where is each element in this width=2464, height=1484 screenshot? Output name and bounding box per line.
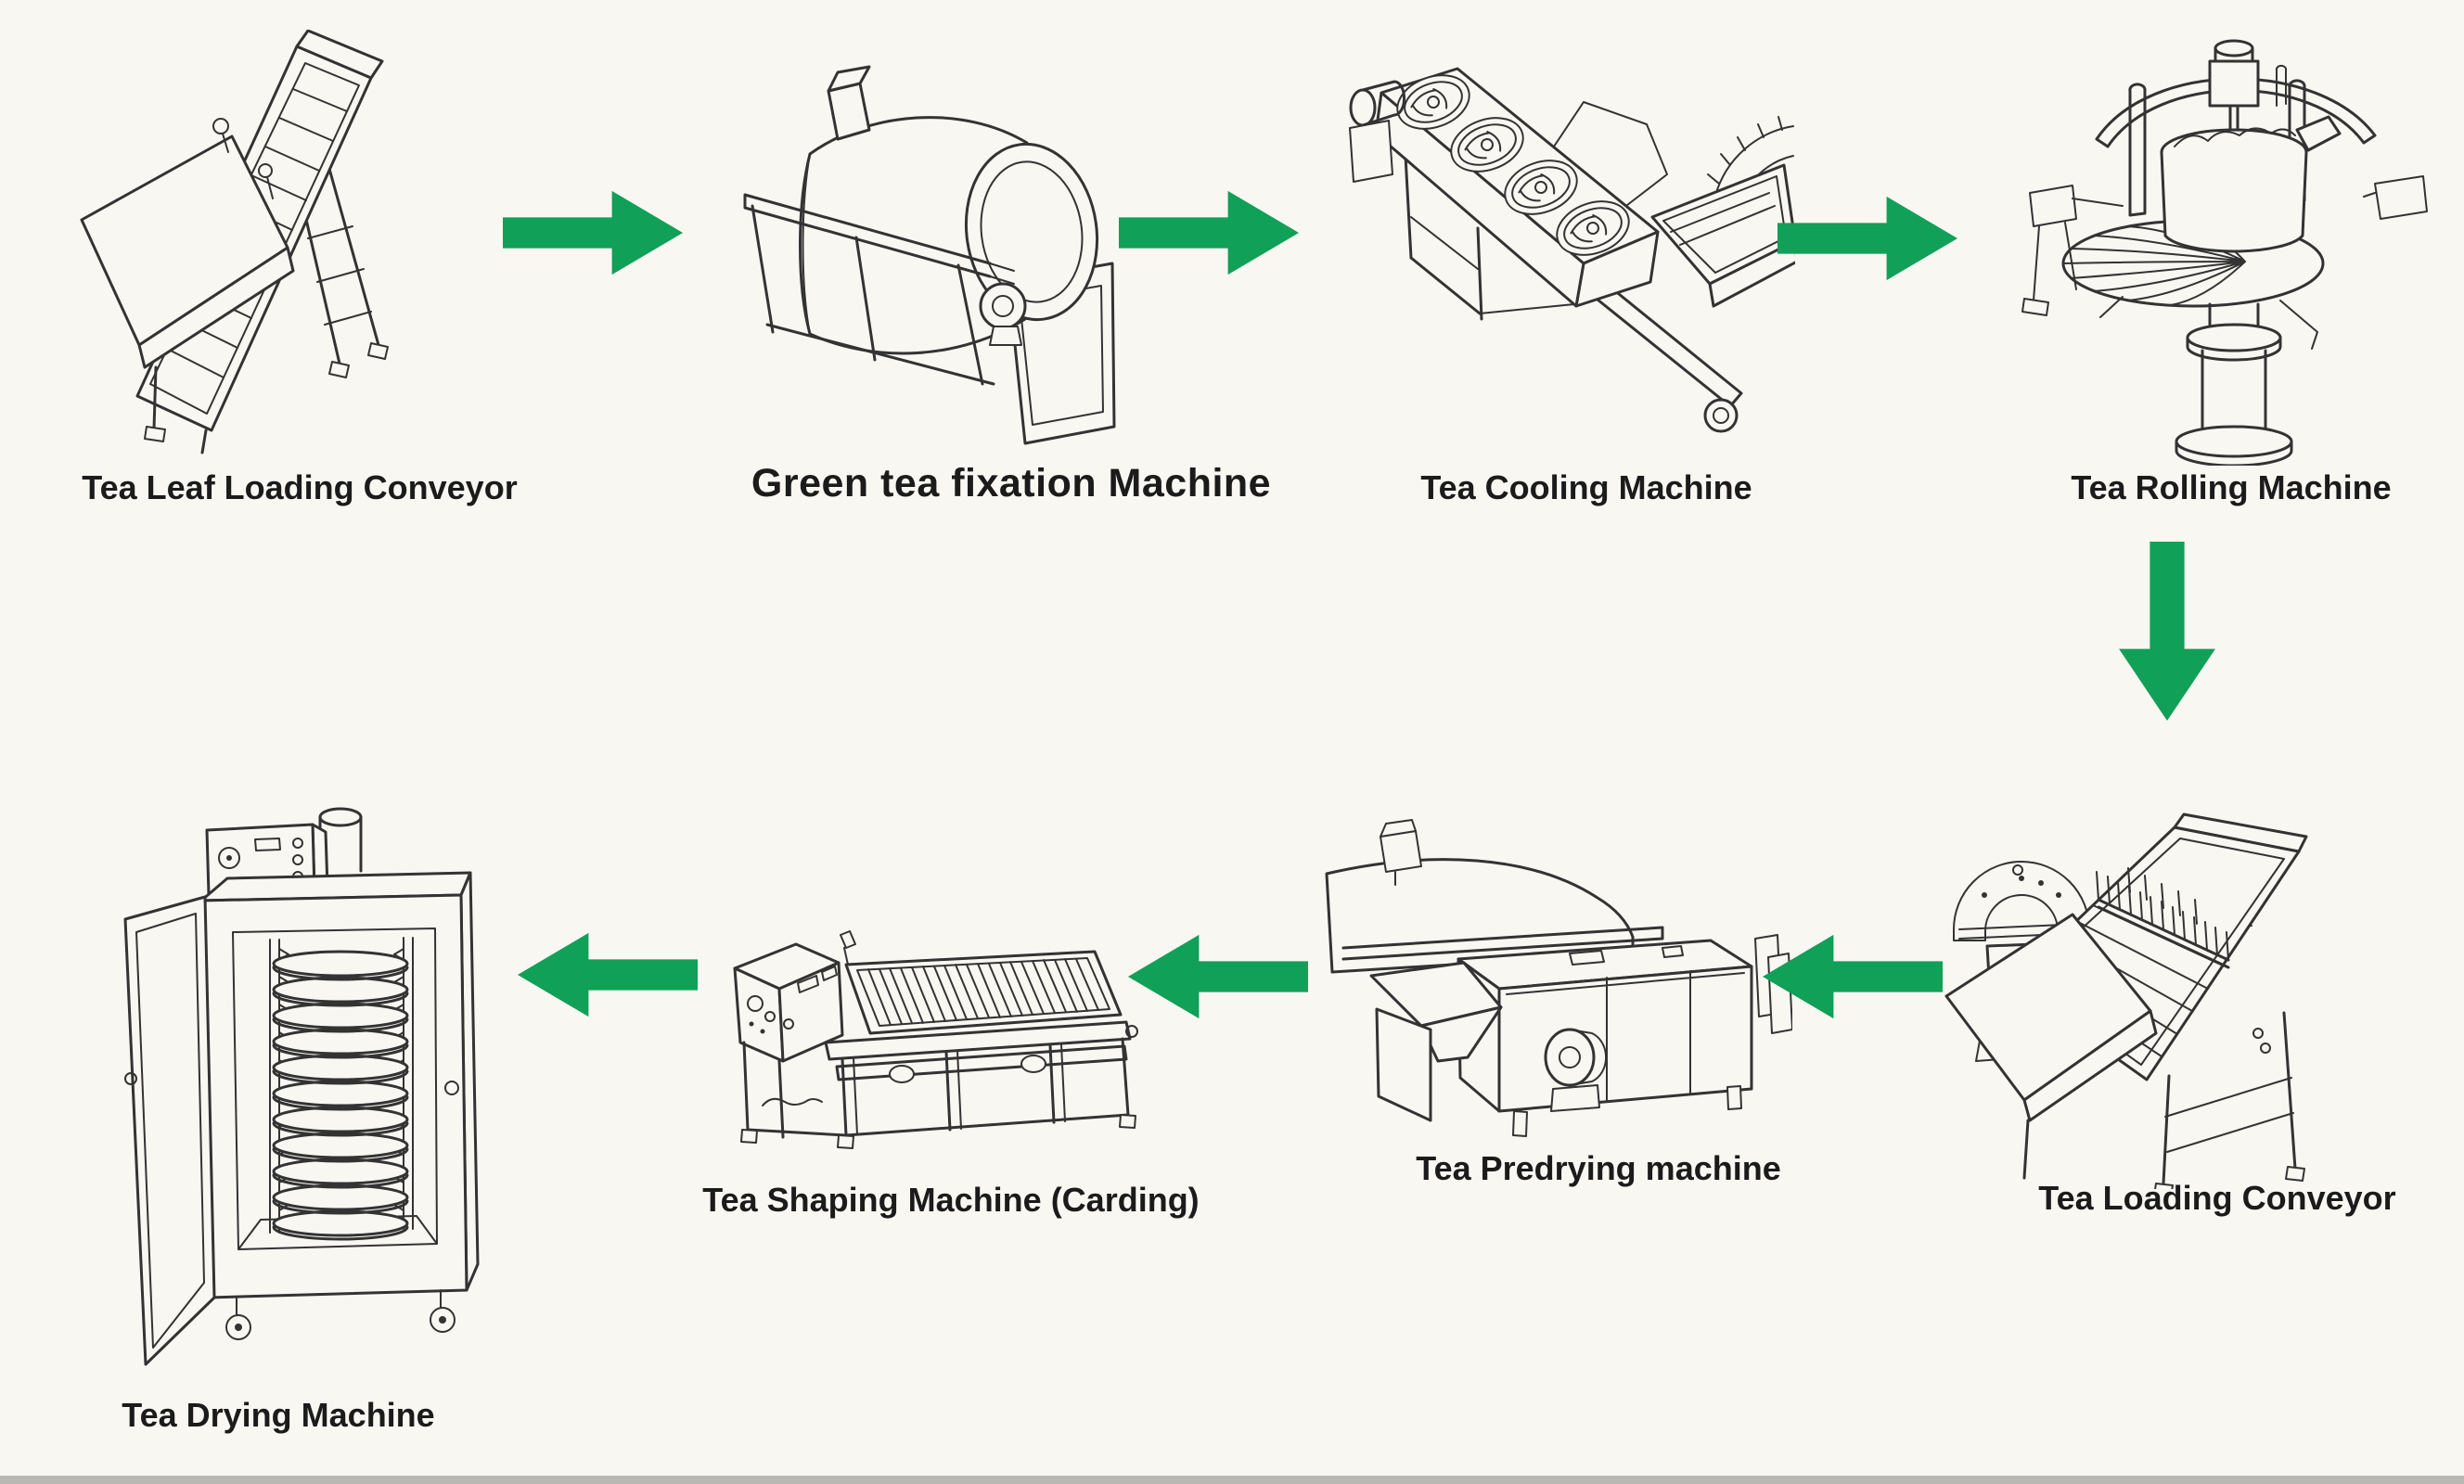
stage-label-tea-leaf-loading-conveyor: Tea Leaf Loading Conveyor xyxy=(82,468,518,506)
tea-drying-machine-illustration xyxy=(97,782,496,1366)
flow-arrow-left-2 xyxy=(1126,931,1308,1022)
tea-cooling-machine-illustration xyxy=(1341,35,1795,453)
stage-label-tea-rolling-machine: Tea Rolling Machine xyxy=(2071,468,2392,506)
flow-arrow-right-1 xyxy=(503,187,685,278)
stage-label-tea-loading-conveyor: Tea Loading Conveyor xyxy=(2038,1179,2396,1217)
stage-label-tea-cooling-machine: Tea Cooling Machine xyxy=(1420,468,1752,506)
stage-label-green-tea-fixation-machine: Green tea fixation Machine xyxy=(751,461,1272,505)
tea-predrying-machine-illustration xyxy=(1291,818,1792,1180)
stage-label-tea-shaping-machine-carding: Tea Shaping Machine (Carding) xyxy=(702,1181,1200,1219)
tea-shaping-machine-illustration xyxy=(707,911,1152,1166)
tea-leaf-loading-conveyor-illustration xyxy=(65,30,455,456)
flow-arrow-left-3 xyxy=(516,929,698,1020)
stage-label-tea-predrying-machine: Tea Predrying machine xyxy=(1416,1149,1781,1187)
tea-loading-conveyor-illustration xyxy=(1931,790,2460,1189)
stage-label-tea-drying-machine: Tea Drying Machine xyxy=(122,1396,435,1434)
tea-rolling-machine-illustration xyxy=(2011,20,2462,466)
flow-arrow-right-2 xyxy=(1119,187,1301,278)
green-tea-fixation-machine-illustration xyxy=(719,58,1118,447)
flow-arrow-right-3 xyxy=(1777,193,1959,284)
flow-arrow-down xyxy=(2117,542,2217,723)
scan-edge-artifact xyxy=(0,1476,2464,1484)
flow-arrow-left-1 xyxy=(1761,931,1943,1022)
